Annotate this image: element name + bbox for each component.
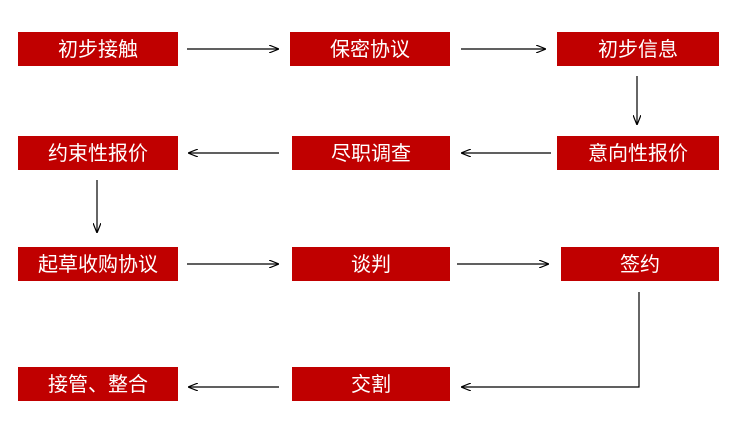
step-indicative-offer: 意向性报价	[557, 136, 719, 170]
arrow-step9-to-step10	[462, 292, 640, 387]
step-confidentiality-agreement: 保密协议	[290, 32, 450, 66]
step-binding-offer: 约束性报价	[18, 136, 178, 170]
step-negotiation: 谈判	[292, 247, 450, 281]
step-closing: 交割	[292, 367, 450, 401]
step-takeover-integration: 接管、整合	[18, 367, 178, 401]
step-initial-contact: 初步接触	[18, 32, 178, 66]
step-preliminary-information: 初步信息	[557, 32, 719, 66]
step-draft-acquisition-agreement: 起草收购协议	[18, 247, 178, 281]
step-signing: 签约	[561, 247, 719, 281]
step-due-diligence: 尽职调查	[292, 136, 450, 170]
